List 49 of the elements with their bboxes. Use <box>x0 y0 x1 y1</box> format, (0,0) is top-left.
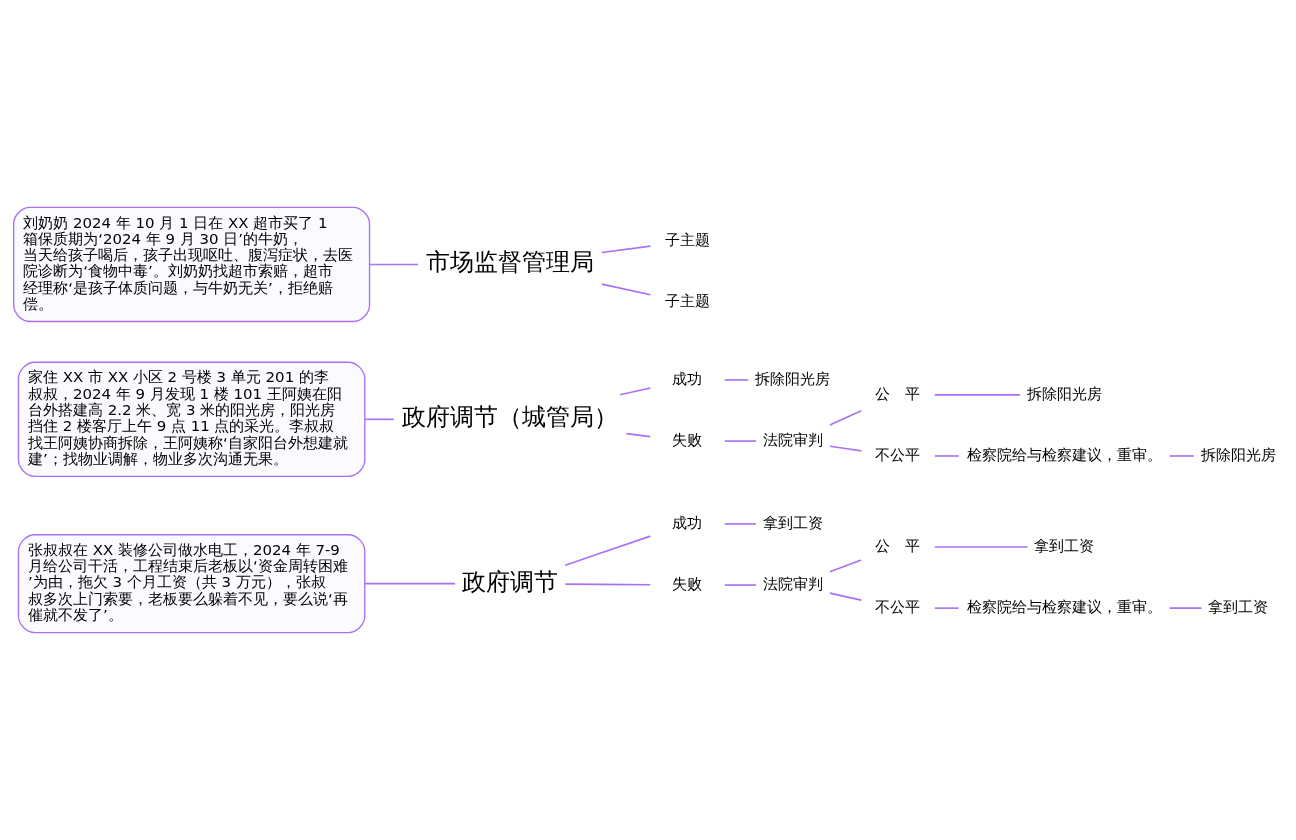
node-text: 公 平 <box>875 536 921 555</box>
connector <box>364 582 456 585</box>
connector <box>829 559 863 573</box>
node-text: 公 平 <box>875 384 921 403</box>
connector <box>1168 455 1195 457</box>
node-text: 法院审判 <box>762 430 823 449</box>
node-text: 市场监督管理局 <box>426 247 595 277</box>
node-text: 拿到工资 <box>762 513 823 532</box>
node-text: 成功 <box>672 513 703 532</box>
connector <box>829 409 863 426</box>
connector <box>934 455 960 457</box>
node-text: 拆除阳光房 <box>755 369 831 388</box>
node-text: 失败 <box>672 574 703 593</box>
connector <box>1168 607 1203 609</box>
node-text: 法院审判 <box>762 574 823 593</box>
connector <box>723 584 757 586</box>
connector <box>364 418 395 421</box>
node-text: 子主题 <box>664 292 710 311</box>
connector <box>723 440 757 442</box>
node-text: 拿到工资 <box>1034 536 1095 555</box>
connector <box>829 592 863 601</box>
connector <box>934 546 1029 548</box>
node-text: 不公平 <box>875 597 921 616</box>
connector <box>625 432 652 438</box>
node-text: 子主题 <box>664 231 710 250</box>
node-text: 政府调节（城管局） <box>402 402 619 432</box>
node-text: 失败 <box>672 430 703 449</box>
connector <box>369 263 419 266</box>
node-text: 拆除阳光房 <box>1200 445 1276 464</box>
node-text: 拿到工资 <box>1208 597 1269 616</box>
node-text: 检察院给与检察建议，重审。 <box>966 445 1162 464</box>
connector <box>723 523 757 525</box>
connector <box>564 535 652 567</box>
connector <box>934 394 1021 396</box>
node-text: 成功 <box>672 369 703 388</box>
node-text: 不公平 <box>875 445 921 464</box>
connector <box>601 245 652 254</box>
connector <box>601 283 652 296</box>
node-text: 检察院给与检察建议，重审。 <box>966 597 1162 616</box>
node-text: 政府调节 <box>462 566 559 596</box>
connector <box>934 607 960 609</box>
node-box: 刘奶奶 2024 年 10 月 1 日在 XX 超市买了 1 箱保质期为‘2024 年 9 月 30 日’的牛奶，当天给孩子喝后，孩子出现呕吐、腹泻症状，去医院诊断为‘食物中毒’。刘奶奶找超市索赔，超市经理称‘是孩子体质问题，与牛奶无关’，拒绝赔偿。 <box>13 206 371 323</box>
connector <box>619 387 652 396</box>
node-box: 家住 XX 市 XX 小区 2 号楼 3 单元 201 的李叔叔，2024 年 9 月发现 1 楼 101 王阿姨在阳台外搭建高 2.2 米、宽 3 米的阳光房，阳光房挡住 2 楼客厅上午 9 点 11 点的采光。李叔叔找王阿姨协商拆除，王阿姨称‘自家阳台外想建就建’；找物业调解，物业多次沟通无果。 <box>17 361 366 478</box>
node-box: 张叔叔在 XX 装修公司做水电工，2024 年 7-9 月给公司干活，工程结束后老板以‘资金周转困难’为由，拖欠 3 个月工资（共 3 万元），张叔叔多次上门索要，老板要么躲着不见，要么说‘再催就不发了’。 <box>17 534 366 634</box>
connector <box>723 379 750 381</box>
connector <box>829 445 863 452</box>
connector <box>564 583 652 586</box>
node-text: 拆除阳光房 <box>1026 384 1102 403</box>
